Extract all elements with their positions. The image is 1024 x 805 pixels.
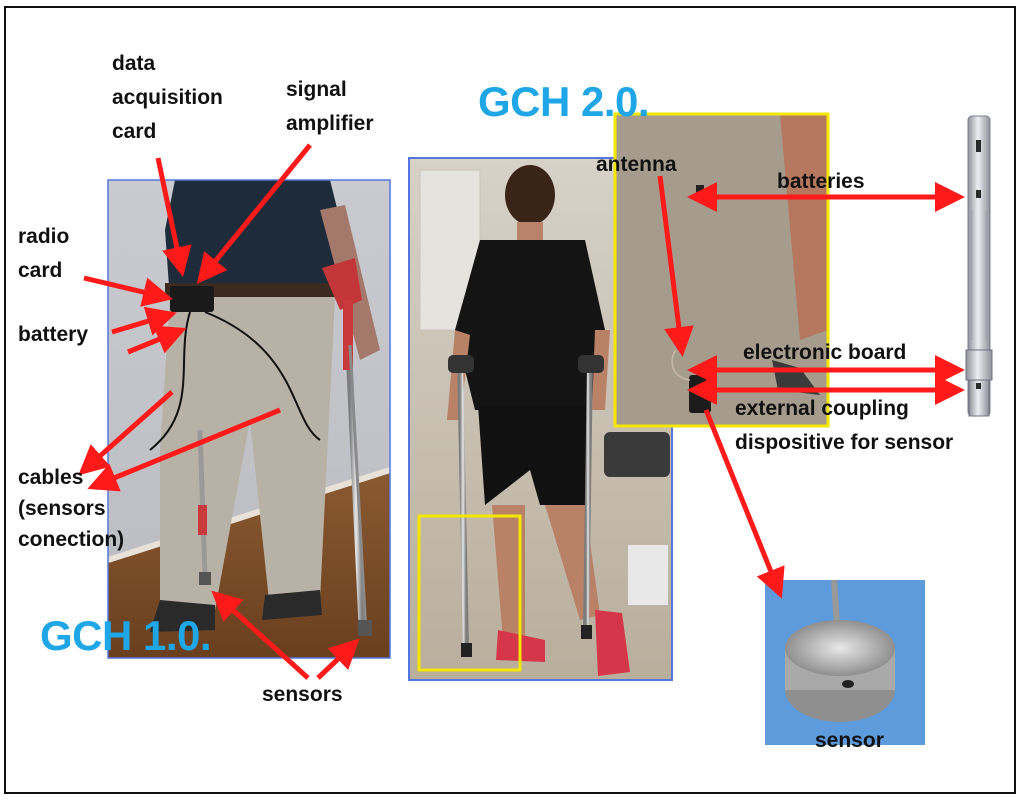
title-gch1: GCH 1.0. <box>40 612 212 659</box>
label-sensors: sensors <box>262 683 343 706</box>
label-battery: battery <box>18 323 89 346</box>
label-signal-amplifier: signal amplifier <box>286 78 374 135</box>
arrow-data-card <box>155 157 192 277</box>
arrow-battery-2 <box>127 325 187 355</box>
photo-sensor <box>765 579 925 745</box>
label-batteries: batteries <box>777 170 865 193</box>
arrow-sensor <box>703 409 785 599</box>
title-gch2: GCH 2.0. <box>478 78 650 125</box>
label-sensor: sensor <box>815 729 884 752</box>
photo-gch1 <box>107 179 391 659</box>
label-radio-card: radio card <box>18 225 70 282</box>
arrow-cables-1 <box>78 390 174 476</box>
arrow-antenna <box>657 175 694 357</box>
label-cables: cables (sensors conection) <box>18 466 125 551</box>
arrow-radio-card <box>83 275 173 307</box>
arrow-battery-1 <box>111 306 177 336</box>
label-data-acquisition-card: data acquisition card <box>112 52 223 143</box>
arrow-signal-amp <box>196 143 312 284</box>
annotation-arrows <box>78 143 965 680</box>
cad-crutch-tube <box>965 115 993 417</box>
label-external-coupling: external coupling dispositive for sensor <box>735 397 954 454</box>
arrow-cables-2 <box>87 407 281 492</box>
arrow-sensors-1 <box>211 590 310 680</box>
label-antenna: antenna <box>596 153 677 176</box>
label-electronic-board: electronic board <box>743 341 907 364</box>
arrow-sensors-2 <box>316 638 360 680</box>
photo-gch2 <box>408 157 673 681</box>
